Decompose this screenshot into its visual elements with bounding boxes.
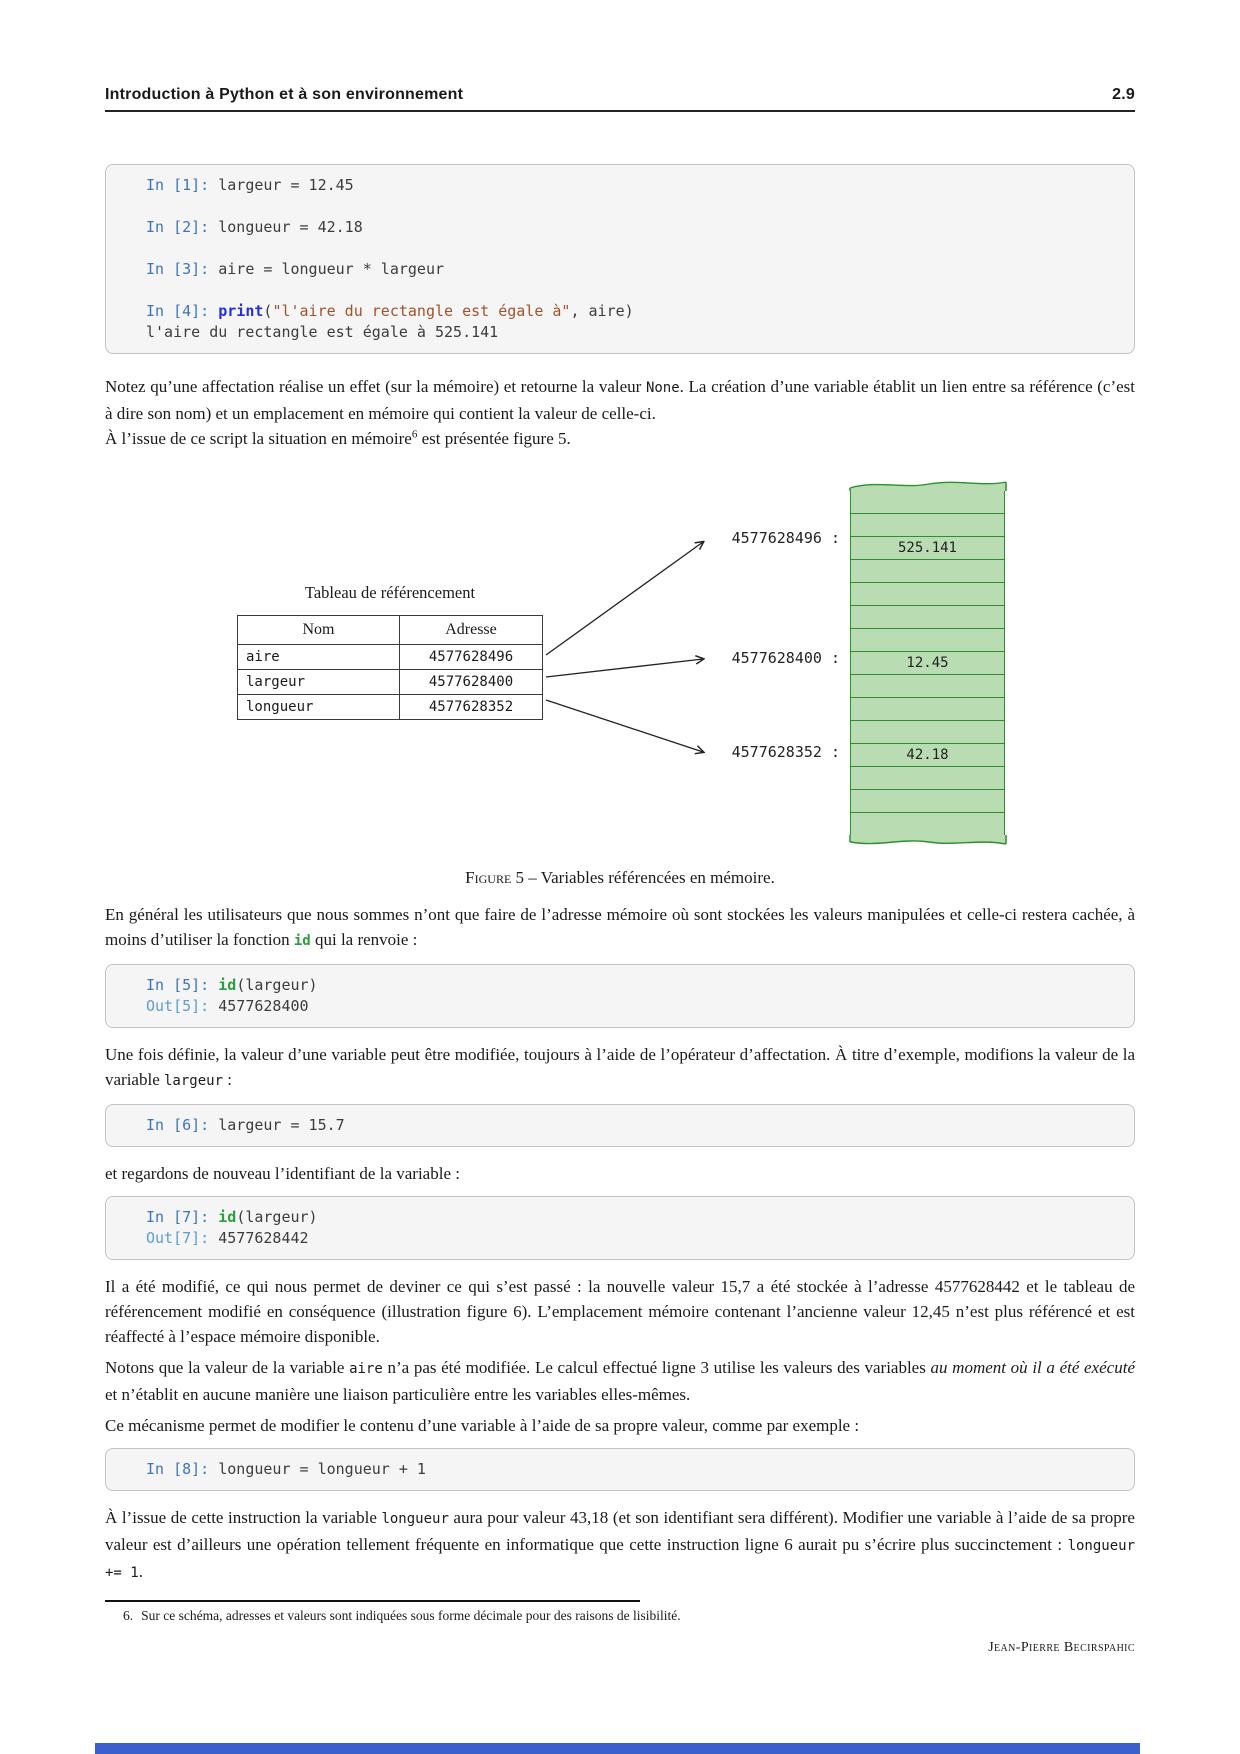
code-line: In [4]: print("l'aire du rectangle est é… <box>146 302 634 320</box>
cell-name: largeur <box>237 669 400 695</box>
footnote: 6. Sur ce schéma, adresses et valeurs son… <box>105 1608 1135 1624</box>
paragraph-id-function: En général les utilisateurs que nous som… <box>105 905 1135 949</box>
paragraph-modifie: Il a été modifié, ce qui nous permet de … <box>105 1277 1135 1346</box>
memory-cell <box>851 606 1004 629</box>
memory-cell <box>851 583 1004 606</box>
paragraph-conclusion: À l’issue de cette instruction la variab… <box>105 1508 1135 1581</box>
code-line: l'aire du rectangle est égale à 525.141 <box>146 323 499 341</box>
code-line <box>146 196 1120 217</box>
header-title: Introduction à Python et à son environne… <box>105 86 464 103</box>
paragraph-modification: Une fois définie, la valeur d’une variab… <box>105 1045 1135 1089</box>
cell-address: 4577628352 <box>399 694 543 720</box>
cell-address: 4577628496 <box>399 644 543 670</box>
figure-memory-diagram: Tableau de référencement Nom Adresse air… <box>105 465 1135 850</box>
memory-address-label: 4577628400 : <box>731 649 840 667</box>
figure-caption: Figure 5 – Variables référencées en mémo… <box>105 868 1135 888</box>
memory-cells: 525.141 12.45 42.18 <box>850 490 1005 836</box>
code-line <box>146 280 1120 301</box>
footnote-number: 6. <box>123 1608 134 1623</box>
code-line: In [5]: id(largeur) <box>146 976 318 994</box>
paragraph-mecanisme: Ce mécanisme permet de modifier le conte… <box>105 1416 860 1435</box>
footer-author: Jean-Pierre Becirspahic <box>988 1640 1135 1655</box>
figure-caption-text: – Variables référencées en mémoire. <box>524 868 775 887</box>
memory-cell <box>851 514 1004 537</box>
cell-name: longueur <box>237 694 400 720</box>
paragraph-affectation: Notez qu’une affectation réalise un effe… <box>105 377 1135 423</box>
footnote-rule <box>105 1600 640 1602</box>
memory-cell <box>851 675 1004 698</box>
code-line: In [2]: longueur = 42.18 <box>146 218 363 236</box>
arrow-longueur <box>545 699 703 752</box>
code-block-in6: In [6]: largeur = 15.7 <box>105 1104 1135 1147</box>
reference-arrows <box>545 465 1135 850</box>
table-row: longueur 4577628352 <box>237 694 543 720</box>
memory-address-label: 4577628496 : <box>731 529 840 547</box>
memory-cell <box>851 790 1004 813</box>
memory-cell <box>851 629 1004 652</box>
cell-address: 4577628400 <box>399 669 543 695</box>
code-line: In [3]: aire = longueur * largeur <box>146 260 445 278</box>
memory-cell <box>851 560 1004 583</box>
code-line: In [1]: largeur = 12.45 <box>146 176 354 194</box>
page-header: Introduction à Python et à son environne… <box>105 86 1135 112</box>
memory-cell-value: 12.45 <box>851 652 1004 675</box>
code-line: Out[7]: 4577628442 <box>146 1229 309 1247</box>
memory-stack-top-edge <box>848 481 1007 491</box>
memory-cell <box>851 767 1004 790</box>
memory-stack-bottom-edge <box>848 835 1007 845</box>
arrow-largeur <box>545 659 703 678</box>
bottom-blue-bar <box>95 1743 1140 1754</box>
code-line: Out[5]: 4577628400 <box>146 997 309 1015</box>
memory-cell-value: 42.18 <box>851 744 1004 767</box>
code-block-in7: In [7]: id(largeur) Out[7]: 4577628442 <box>105 1196 1135 1260</box>
code-block-in5: In [5]: id(largeur) Out[5]: 4577628400 <box>105 964 1135 1028</box>
memory-cell <box>851 491 1004 514</box>
table-header-row: Nom Adresse <box>237 615 543 645</box>
code-line: In [7]: id(largeur) <box>146 1208 318 1226</box>
paragraph-notons: Notons que la valeur de la variable aire… <box>105 1358 1135 1404</box>
column-header-nom: Nom <box>237 615 400 645</box>
cell-name: aire <box>237 644 400 670</box>
header-page-number: 2.9 <box>1112 86 1135 103</box>
paragraph-figure-intro: À l’issue de ce script la situation en m… <box>105 428 571 448</box>
memory-stack: 525.141 12.45 42.18 <box>848 481 1007 845</box>
code-line <box>146 238 1120 259</box>
table-title: Tableau de référencement <box>304 583 476 602</box>
footnote-text: Sur ce schéma, adresses et valeurs sont … <box>141 1608 681 1623</box>
code-line: In [8]: longueur = longueur + 1 <box>146 1460 426 1478</box>
memory-cell <box>851 813 1004 836</box>
arrow-aire <box>545 542 703 656</box>
code-block-in1-4: In [1]: largeur = 12.45 In [2]: longueur… <box>105 164 1135 354</box>
table-row: aire 4577628496 <box>237 644 543 670</box>
reference-table: Nom Adresse aire 4577628496 largeur 4577… <box>237 615 543 720</box>
column-header-adresse: Adresse <box>399 615 543 645</box>
code-block-in8: In [8]: longueur = longueur + 1 <box>105 1448 1135 1491</box>
memory-cell <box>851 721 1004 744</box>
code-line: In [6]: largeur = 15.7 <box>146 1116 345 1134</box>
memory-cell-value: 525.141 <box>851 537 1004 560</box>
table-row: largeur 4577628400 <box>237 669 543 695</box>
figure-caption-label: Figure 5 <box>465 868 525 887</box>
memory-cell <box>851 698 1004 721</box>
memory-address-label: 4577628352 : <box>731 743 840 761</box>
paragraph-identifiant: et regardons de nouveau l’identifiant de… <box>105 1164 460 1183</box>
